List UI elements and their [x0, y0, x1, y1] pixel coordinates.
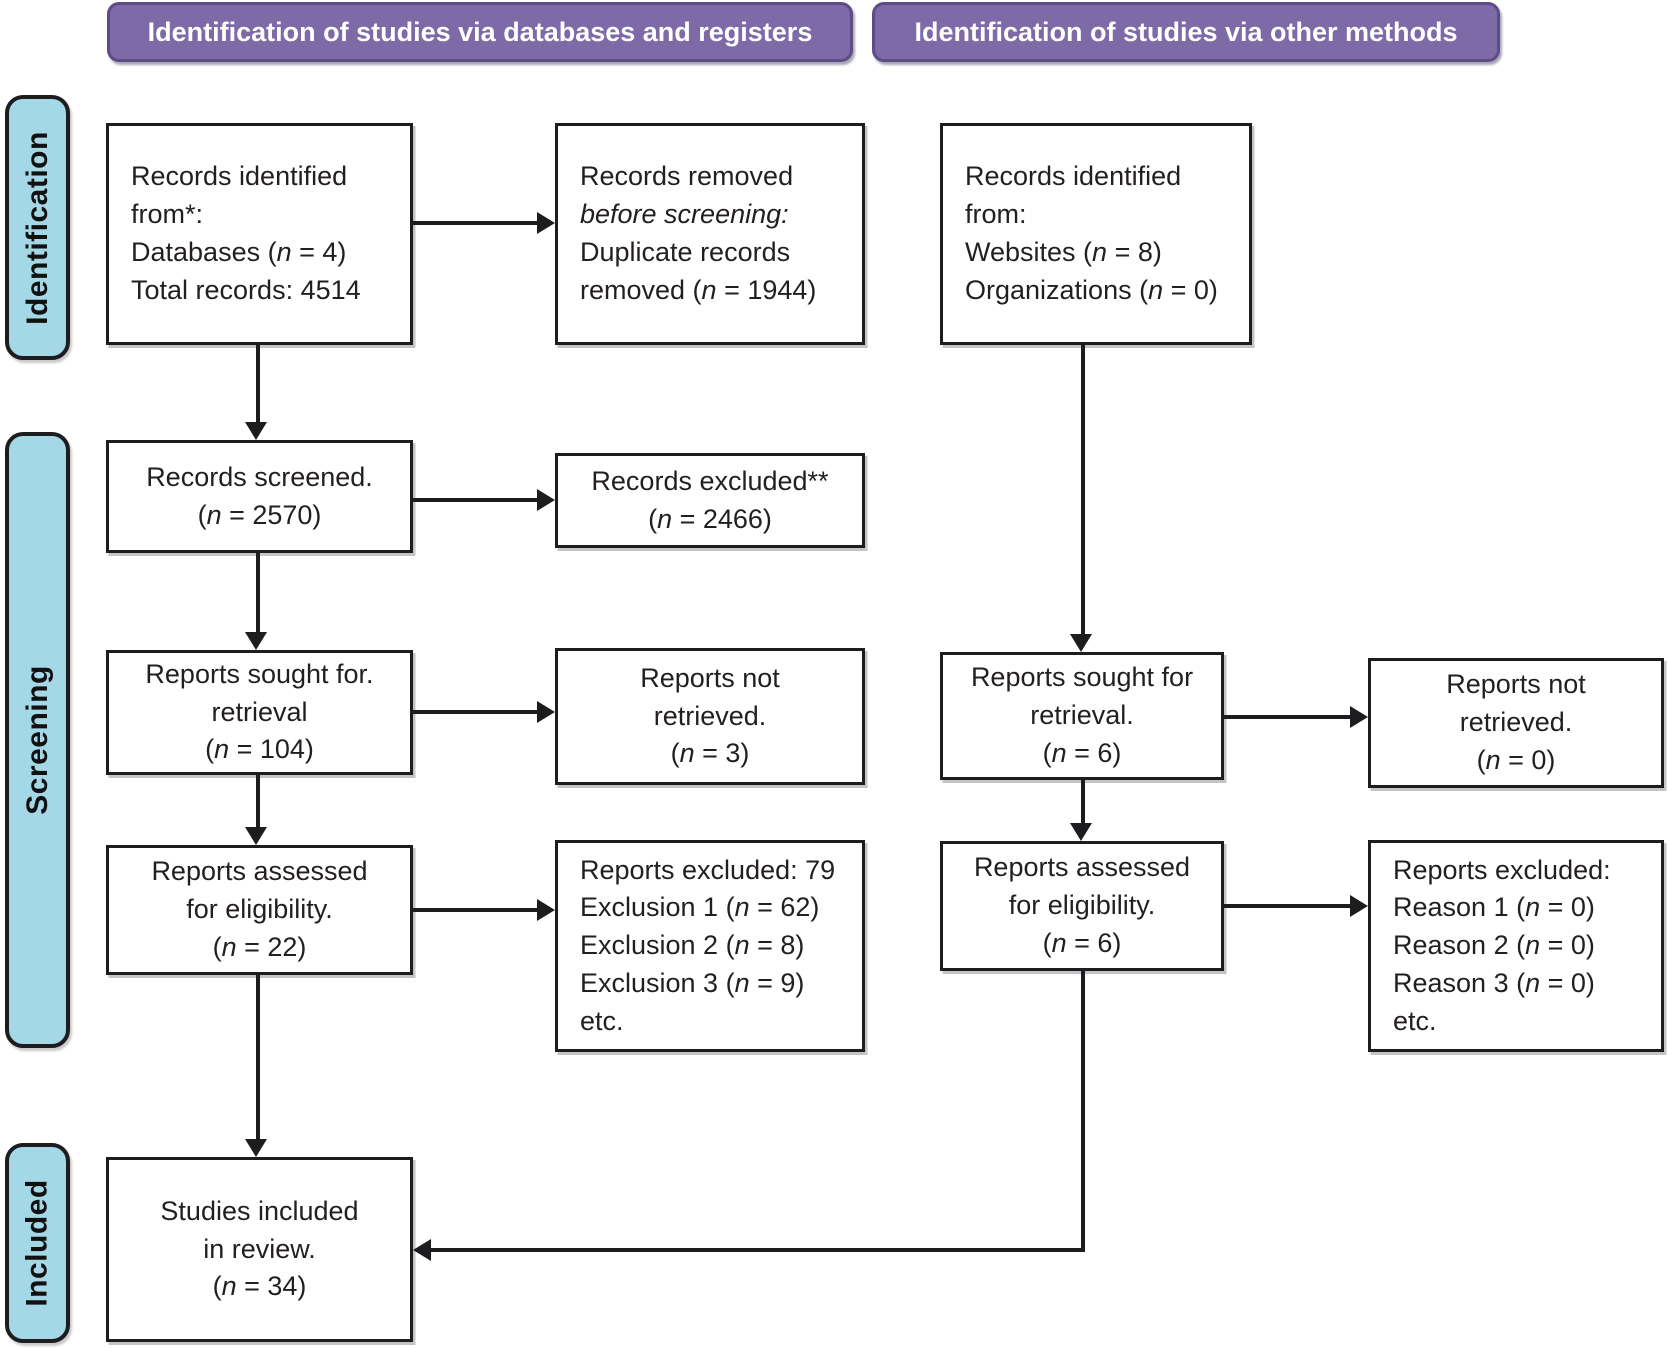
box-text-line: Reason 2 (n = 0) [1393, 930, 1595, 961]
arrow-identified-to-screened-line [256, 345, 260, 424]
box-text-line: retrieval. [1030, 700, 1134, 731]
box-text-line: Reports not [640, 662, 780, 693]
arrow-identified-to-removed-head [537, 212, 555, 234]
arrow-assessed-other-to-excluded-line [1224, 904, 1350, 908]
arrow-screened-to-sought-line [256, 553, 260, 632]
box-studies-included: Studies included in review. (n = 34) [106, 1157, 413, 1342]
box-text-line: Studies included [160, 1195, 359, 1226]
arrow-sought-other-to-assessed-head [1070, 823, 1092, 841]
arrow-sought-to-assessed-head [245, 827, 267, 845]
box-text-line: for eligibility. [186, 894, 333, 925]
arrow-identified-to-removed-line [413, 221, 537, 225]
box-text-line: Exclusion 1 (n = 62) [580, 892, 820, 923]
arrow-assessed-to-included-head [245, 1139, 267, 1157]
arrow-sought-to-notretrieved-line [413, 710, 537, 714]
arrow-identified-other-to-sought-line [1081, 345, 1085, 634]
box-text-line: (n = 2466) [648, 503, 772, 534]
arrow-assessed-other-to-excluded-head [1350, 895, 1368, 917]
box-text-line: removed (n = 1944) [580, 274, 817, 305]
box-text-line: Organizations (n = 0) [965, 274, 1218, 305]
box-text-line: (n = 0) [1476, 744, 1556, 775]
arrow-screened-to-excluded-line [413, 498, 537, 502]
box-reports-assessed-other: Reports assessed for eligibility. (n = 6) [940, 841, 1224, 971]
box-text-line: (n = 34) [212, 1271, 307, 1302]
box-text-line: Reports excluded: 79 [580, 854, 836, 885]
box-records-identified-databases: Records identified from*: Databases (n = 4… [106, 123, 413, 345]
box-text-line: from: [965, 199, 1027, 230]
box-text-line: Reports excluded: [1393, 854, 1611, 885]
box-text-line: Records identified [965, 161, 1182, 192]
arrow-other-to-included-head [413, 1239, 431, 1261]
box-text-line: Exclusion 2 (n = 8) [580, 930, 805, 961]
box-text-line: Records removed [580, 161, 794, 192]
phase-identification-label: Identification [20, 130, 54, 325]
box-text-line: Records screened. [146, 461, 373, 492]
arrow-identified-other-to-sought-head [1070, 634, 1092, 652]
box-text-line: Reports sought for. [145, 658, 374, 689]
arrow-assessed-to-excluded-head [537, 899, 555, 921]
arrow-sought-other-to-assessed-line [1081, 780, 1085, 823]
arrow-sought-to-notretrieved-head [537, 701, 555, 723]
box-text-line: Reports assessed [973, 852, 1191, 883]
arrow-other-to-included-vline [1081, 971, 1085, 1252]
box-text-line: retrieval [211, 696, 308, 727]
box-text-line: Total records: 4514 [131, 274, 361, 305]
box-text-line: Exclusion 3 (n = 9) [580, 967, 805, 998]
box-records-removed: Records removed before screening: Duplicat… [555, 123, 865, 345]
phase-screening: Screening [5, 432, 70, 1048]
box-reports-assessed-databases: Reports assessed for eligibility. (n = 22) [106, 845, 413, 975]
arrow-sought-other-to-notretrieved-head [1350, 706, 1368, 728]
arrow-screened-to-sought-head [245, 632, 267, 650]
box-text-line: from*: [131, 199, 204, 230]
arrow-screened-to-excluded-head [537, 489, 555, 511]
box-text-line: before screening: [580, 199, 789, 230]
box-reports-excluded-databases: Reports excluded: 79 Exclusion 1 (n = 62)… [555, 840, 865, 1052]
box-reports-not-retrieved-other: Reports not retrieved. (n = 0) [1368, 658, 1664, 788]
box-text-line: (n = 6) [1042, 737, 1122, 768]
box-text-line: Websites (n = 8) [965, 237, 1162, 267]
header-databases-registers: Identification of studies via databases … [107, 2, 853, 62]
box-records-excluded: Records excluded** (n = 2466) [555, 453, 865, 548]
box-text-line: retrieved. [1459, 707, 1573, 738]
arrow-assessed-to-excluded-line [413, 908, 537, 912]
box-text-line: Databases (n = 4) [131, 237, 347, 267]
box-text-line: etc. [580, 1005, 624, 1036]
box-records-identified-other: Records identified from: Websites (n = 8) O… [940, 123, 1252, 345]
box-text-line: Reason 1 (n = 0) [1393, 892, 1595, 923]
box-text-line: (n = 2570) [197, 499, 322, 530]
box-text-line: (n = 104) [205, 734, 314, 765]
arrow-other-to-included-hline [431, 1248, 1085, 1252]
box-text-line: Reports assessed [151, 856, 368, 887]
box-text-line: (n = 3) [670, 738, 750, 769]
box-text-line: retrieved. [653, 700, 767, 731]
arrow-assessed-to-included-line [256, 975, 260, 1139]
phase-included-label: Included [20, 1179, 54, 1307]
box-reports-not-retrieved-databases: Reports not retrieved. (n = 3) [555, 648, 865, 785]
box-text-line: Records excluded** [591, 465, 829, 496]
box-text-line: Records identified [131, 161, 348, 192]
box-text-line: Reports sought for [970, 662, 1194, 693]
box-records-screened: Records screened. (n = 2570) [106, 440, 413, 553]
box-text-line: (n = 6) [1042, 927, 1122, 958]
box-reports-sought-other: Reports sought for retrieval. (n = 6) [940, 652, 1224, 780]
box-reports-excluded-other: Reports excluded: Reason 1 (n = 0) Reason … [1368, 840, 1664, 1052]
arrow-sought-to-assessed-line [256, 775, 260, 827]
header-other-methods: Identification of studies via other meth… [872, 2, 1500, 62]
box-text-line: for eligibility. [1008, 890, 1156, 921]
arrow-sought-other-to-notretrieved-line [1224, 715, 1350, 719]
arrow-identified-to-screened-head [245, 422, 267, 440]
box-text-line: Reason 3 (n = 0) [1393, 967, 1595, 998]
box-reports-sought-databases: Reports sought for. retrieval (n = 104) [106, 650, 413, 775]
phase-included: Included [5, 1143, 70, 1343]
box-text-line: etc. [1393, 1005, 1437, 1036]
box-text-line: Duplicate records [580, 237, 791, 267]
phase-identification: Identification [5, 95, 70, 360]
box-text-line: (n = 22) [212, 931, 307, 962]
phase-screening-label: Screening [20, 665, 54, 815]
box-text-line: in review. [203, 1233, 316, 1264]
box-text-line: Reports not [1446, 669, 1586, 700]
